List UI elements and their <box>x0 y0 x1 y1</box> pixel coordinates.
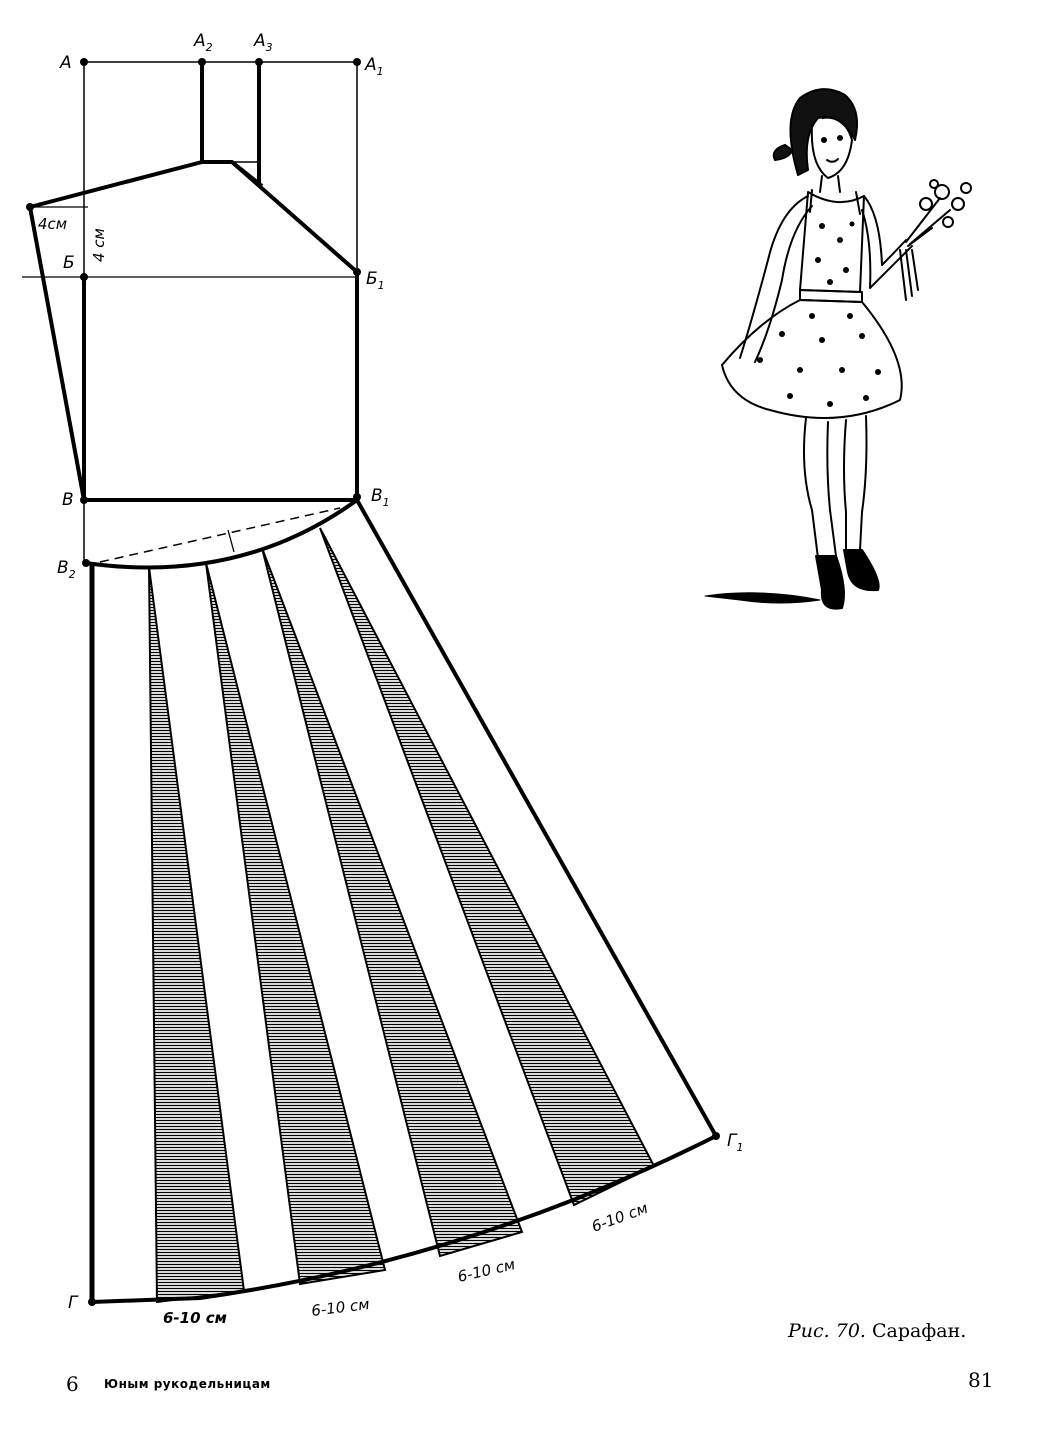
point-v <box>80 496 88 504</box>
point-v1 <box>353 493 361 501</box>
leg-right <box>843 415 868 553</box>
waist-arc <box>85 498 359 570</box>
figure-caption: Рис. 70. Сарафан. <box>788 1320 966 1342</box>
mouth <box>826 158 839 163</box>
waist-dashed <box>99 507 341 563</box>
dress-bodice <box>799 191 865 293</box>
point-a1 <box>353 58 361 66</box>
dim-pleat-2: 6-10 см <box>310 1295 370 1320</box>
label-b1: Б1 <box>366 269 385 292</box>
leg-left <box>803 417 837 559</box>
dim-pleat-4: 6-10 см <box>589 1199 650 1236</box>
point-labels: А А2 А3 А1 Б Б1 В В1 В2 Г Г1 <box>57 31 743 1313</box>
pleat-wedge-3 <box>261 547 524 1258</box>
skirt-hem <box>91 1134 717 1304</box>
dim-shoulder-horizontal: 4см <box>38 215 67 233</box>
label-b: Б <box>63 253 75 273</box>
girl-illustration <box>704 88 972 610</box>
point-shoulder <box>26 203 34 211</box>
pleat-wedge-4 <box>319 527 656 1207</box>
point-a <box>80 58 88 66</box>
arm-left <box>739 195 813 363</box>
strap-right <box>855 191 861 215</box>
point-g <box>88 1298 96 1306</box>
ground-shadow <box>704 592 821 604</box>
armhole-line <box>230 160 264 188</box>
label-v1: В1 <box>371 486 390 509</box>
shoe-right <box>843 549 880 592</box>
eye-left <box>821 137 827 143</box>
point-b1 <box>353 268 361 276</box>
point-v2 <box>82 559 90 567</box>
point-b <box>80 273 88 281</box>
neck <box>819 175 841 193</box>
arm-right <box>861 195 913 289</box>
dim-shoulder-vertical: 4 см <box>90 228 108 262</box>
bodice-outline <box>28 160 359 502</box>
dress-pattern <box>757 221 881 407</box>
dim-pleat-1: 6-10 см <box>163 1309 227 1327</box>
section-title: Юным рукодельницам <box>104 1377 271 1391</box>
face <box>810 116 853 179</box>
label-g: Г <box>68 1293 79 1313</box>
label-a1: А1 <box>364 55 384 78</box>
flower-bouquet <box>899 179 972 301</box>
bodice-construction <box>22 61 359 502</box>
waist-curve <box>83 498 359 570</box>
point-g1 <box>712 1132 720 1140</box>
page-number: 81 <box>968 1368 994 1392</box>
point-a2 <box>198 58 206 66</box>
hair <box>789 88 858 176</box>
dim-pleat-3: 6-10 см <box>456 1255 517 1286</box>
eye-right <box>837 135 843 141</box>
shoe-left <box>815 555 845 610</box>
label-a3: А3 <box>253 31 273 54</box>
label-v2: В2 <box>57 558 76 581</box>
label-v: В <box>62 490 74 510</box>
pleat-wedge-2 <box>205 562 387 1286</box>
section-number: 6 <box>66 1372 79 1396</box>
label-a2: А2 <box>193 31 213 54</box>
caption-prefix: Рис. 70. <box>788 1320 866 1342</box>
label-a: А <box>59 53 72 73</box>
waist-tick <box>227 529 235 553</box>
construction-points <box>26 58 720 1306</box>
label-g1: Г1 <box>727 1131 743 1154</box>
skirt-right-edge <box>355 499 718 1137</box>
pleat-wedges <box>148 527 656 1304</box>
caption-title: Сарафан. <box>872 1320 967 1342</box>
point-a3 <box>255 58 263 66</box>
skirt-outline <box>89 499 718 1304</box>
hair-tie <box>772 144 793 161</box>
